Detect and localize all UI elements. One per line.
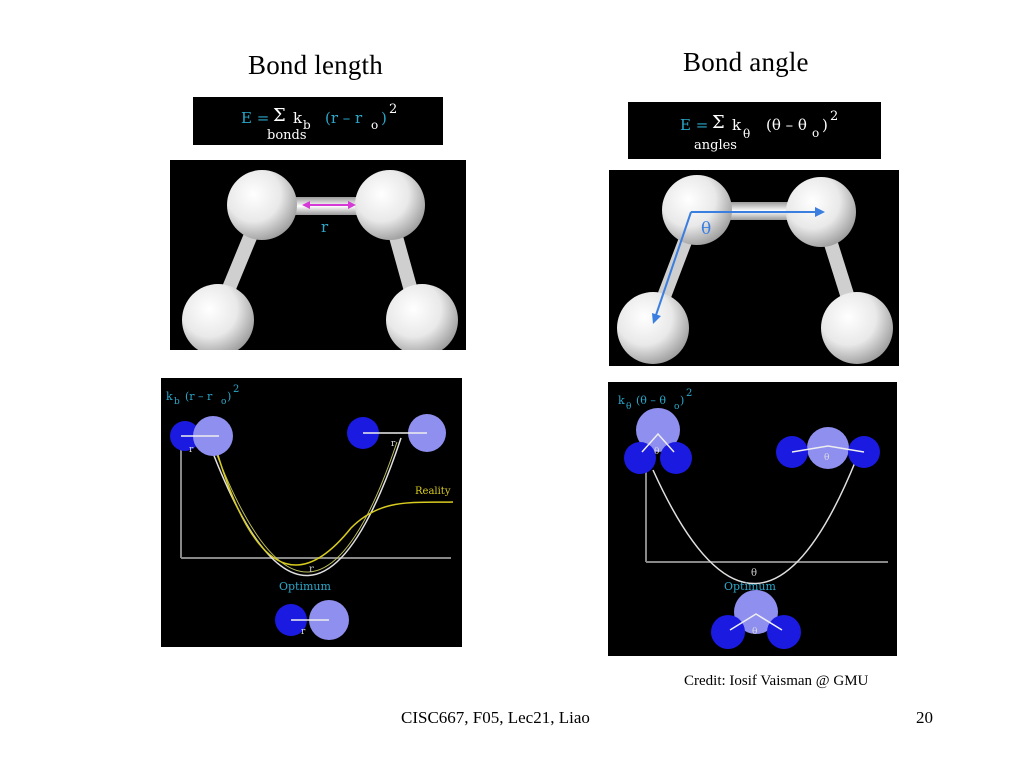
harmonic-curve [652,459,857,585]
atom [386,284,458,350]
formula-term: (r – r [325,109,363,127]
bent-molecule-wide: θ [776,427,880,469]
formula-lhs: E = [680,116,708,134]
harmonic-curve-shadow [214,441,398,573]
sum-subscript: bonds [267,128,307,143]
bond-angle-formula: E = Σ angles k θ (θ – θ o ) 2 [628,102,881,159]
ylabel-k: k [618,394,625,407]
ylabel-exp: 2 [233,384,239,395]
ylabel-term: (θ – θ [636,394,666,407]
bond-length-formula: E = Σ bonds k b (r – r o ) 2 [193,97,443,145]
ylabel-k-sub: θ [626,402,631,412]
sum-subscript: angles [694,138,737,153]
formula-term: (θ – θ [766,116,807,134]
k-subscript: θ [743,127,750,141]
arrow-head [815,207,825,217]
sum-symbol: Σ [273,105,286,126]
bond-length-energy-plot: k b (r – r o ) 2 Reality r Optimum r r [161,378,462,647]
bent-molecule-narrow: θ [624,408,692,474]
reality-curve [216,451,454,566]
term-subscript: o [371,118,378,132]
atom [617,292,689,364]
term-subscript: o [812,126,819,140]
ylabel-exp: 2 [686,388,692,399]
image-credit: Credit: Iosif Vaisman @ GMU [684,673,869,689]
svg-text:r: r [301,627,306,637]
ylabel-term: (r – r [185,390,213,403]
bond-angle-molecule-image: θ [609,170,899,366]
ylabel-term-sub: o [674,402,679,412]
ylabel-k: k [166,390,173,403]
ylabel-k-sub: b [174,397,180,407]
optimum-pair: r [275,600,349,640]
atom [821,292,893,364]
reality-label: Reality [415,486,451,497]
formula-close: ) [822,116,828,134]
formula-exponent: 2 [389,102,397,117]
ylabel-close: ) [227,390,231,403]
formula-close: ) [381,109,387,127]
svg-text:θ: θ [824,453,829,463]
formula-exponent: 2 [830,109,838,124]
ylabel-close: ) [680,394,684,407]
sum-symbol: Σ [712,112,725,133]
ylabel-term-sub: o [221,397,226,407]
angle-arrows [654,211,819,319]
atom [355,170,425,240]
length-arrow [302,201,356,209]
k-symbol: k [732,116,742,134]
k-symbol: k [293,109,303,127]
page-number: 20 [916,708,933,727]
angle-label: θ [701,219,711,239]
x-axis-label: θ [751,568,757,579]
svg-text:θ: θ [654,447,659,457]
course-footer: CISC667, F05, Lec21, Liao [401,708,590,727]
svg-text:r: r [391,439,396,449]
k-subscript: b [303,118,311,132]
harmonic-curve [210,437,402,577]
bond-length-title: Bond length [248,50,383,80]
bent-molecule-optimum: θ [711,590,801,649]
atom [182,284,254,350]
x-axis-label: r [309,564,314,575]
bond-angle-energy-plot: k θ (θ – θ o ) 2 θ Optimum θ θ [608,382,897,656]
optimum-label: Optimum [724,580,777,593]
compressed-pair: r [170,416,233,456]
svg-text:θ: θ [752,627,757,637]
distance-label: r [321,218,329,236]
atom [227,170,297,240]
stretched-pair: r [347,414,446,452]
bond-angle-title: Bond angle [683,47,809,77]
formula-lhs: E = [241,109,269,127]
svg-text:r: r [189,445,194,455]
atom [662,175,732,245]
bond-length-molecule-image: r [170,160,466,350]
optimum-label: Optimum [279,580,332,593]
arrow-head [652,313,661,324]
